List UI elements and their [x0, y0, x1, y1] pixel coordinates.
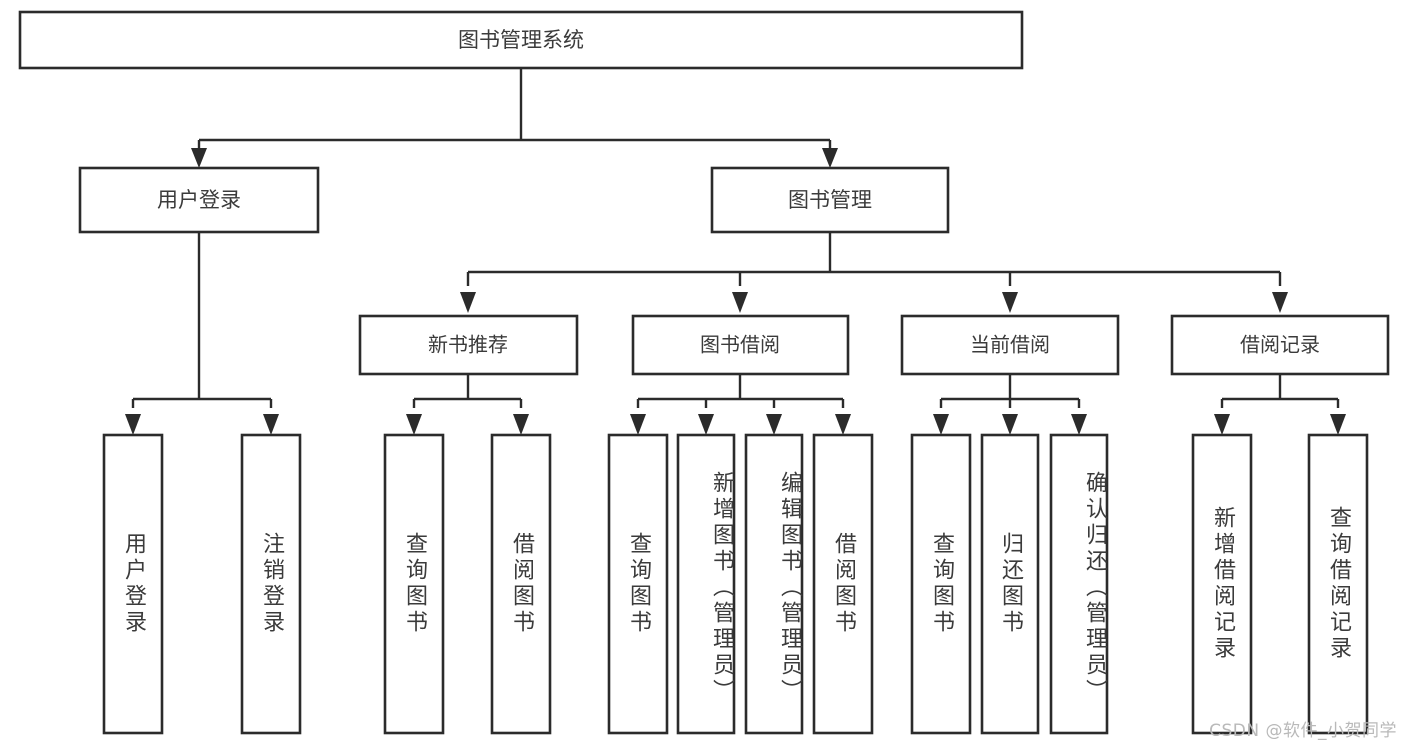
- node-box-shape: [710, 166, 950, 234]
- node-box-shape: [1049, 433, 1109, 735]
- node-box-shape: [490, 433, 552, 735]
- node-current-borrow[interactable]: 当前借阅: [900, 314, 1120, 376]
- arrow-head-icon: [406, 414, 422, 435]
- node-new-book-recommend[interactable]: 新书推荐: [358, 314, 579, 376]
- leaf-node-edit-book-admin[interactable]: [744, 433, 804, 735]
- connector-book-mgmt-to-level3: [460, 232, 1288, 313]
- arrow-head-icon: [630, 414, 646, 435]
- leaf-node-query-borrow-record[interactable]: [1307, 433, 1369, 735]
- connector-new-book-to-leaves: [406, 374, 529, 435]
- arrow-head-icon: [460, 292, 476, 313]
- arrow-head-icon: [835, 414, 851, 435]
- node-root-system[interactable]: 图书管理系统: [18, 10, 1024, 70]
- node-box-shape: [1307, 433, 1369, 735]
- leaf-node-borrow-book-a[interactable]: [490, 433, 552, 735]
- arrow-head-icon: [732, 292, 748, 313]
- arrow-head-icon: [263, 414, 279, 435]
- arrow-head-icon: [1272, 292, 1288, 313]
- node-box-shape: [900, 314, 1120, 376]
- node-label-book-management: 图书管理: [788, 188, 872, 212]
- arrow-head-icon: [191, 148, 207, 168]
- node-label-user-login: 用户登录: [157, 188, 241, 212]
- node-box-shape: [1170, 314, 1390, 376]
- leaf-node-add-book-admin[interactable]: [676, 433, 736, 735]
- arrow-head-icon: [513, 414, 529, 435]
- node-box-shape: [18, 10, 1024, 70]
- arrow-head-icon: [1002, 292, 1018, 313]
- node-label-new-book-recommend: 新书推荐: [428, 333, 508, 357]
- arrow-head-icon: [933, 414, 949, 435]
- arrow-head-icon: [1002, 414, 1018, 435]
- leaf-node-query-book-a[interactable]: [383, 433, 445, 735]
- node-box-shape: [1191, 433, 1253, 735]
- leaf-node-return-book[interactable]: [980, 433, 1040, 735]
- arrow-head-icon: [1214, 414, 1230, 435]
- node-box-shape: [383, 433, 445, 735]
- node-book-borrow[interactable]: 图书借阅: [631, 314, 850, 376]
- leaf-node-confirm-return-admin[interactable]: [1049, 433, 1109, 735]
- node-box-shape: [812, 433, 874, 735]
- connector-current-borrow-to-leaves: [933, 374, 1087, 435]
- node-box-shape: [102, 433, 164, 735]
- node-label-book-borrow: 图书借阅: [700, 333, 780, 357]
- node-box-shape: [676, 433, 736, 735]
- leaf-node-query-book-b[interactable]: [607, 433, 669, 735]
- connector-user-login-to-leaves: [125, 232, 279, 435]
- node-book-management[interactable]: 图书管理: [710, 166, 950, 234]
- arrow-head-icon: [125, 414, 141, 435]
- arrow-head-icon: [698, 414, 714, 435]
- connector-borrow-to-leaves: [630, 374, 851, 435]
- node-box-shape: [240, 433, 302, 735]
- connector-root-to-level2: [191, 68, 838, 168]
- node-label-current-borrow: 当前借阅: [970, 333, 1050, 357]
- node-label-borrow-records: 借阅记录: [1240, 333, 1320, 357]
- leaf-node-logout[interactable]: [240, 433, 302, 735]
- leaf-node-query-book-c[interactable]: [910, 433, 972, 735]
- watermark-text: CSDN @软件_小贺同学: [1209, 721, 1397, 741]
- node-box-shape: [358, 314, 579, 376]
- node-box-shape: [980, 433, 1040, 735]
- leaf-node-add-borrow-record[interactable]: [1191, 433, 1253, 735]
- leaf-node-user-login[interactable]: [102, 433, 164, 735]
- node-label-root: 图书管理系统: [458, 28, 584, 52]
- arrow-head-icon: [822, 148, 838, 168]
- node-box-shape: [910, 433, 972, 735]
- node-box-shape: [607, 433, 669, 735]
- arrow-head-icon: [1330, 414, 1346, 435]
- node-borrow-records[interactable]: 借阅记录: [1170, 314, 1390, 376]
- arrow-head-icon: [766, 414, 782, 435]
- node-box-shape: [631, 314, 850, 376]
- node-box-shape: [744, 433, 804, 735]
- connector-records-to-leaves: [1214, 374, 1346, 435]
- node-box-shape: [78, 166, 320, 234]
- node-user-login[interactable]: 用户登录: [78, 166, 320, 234]
- arrow-head-icon: [1071, 414, 1087, 435]
- leaf-node-borrow-book-b[interactable]: [812, 433, 874, 735]
